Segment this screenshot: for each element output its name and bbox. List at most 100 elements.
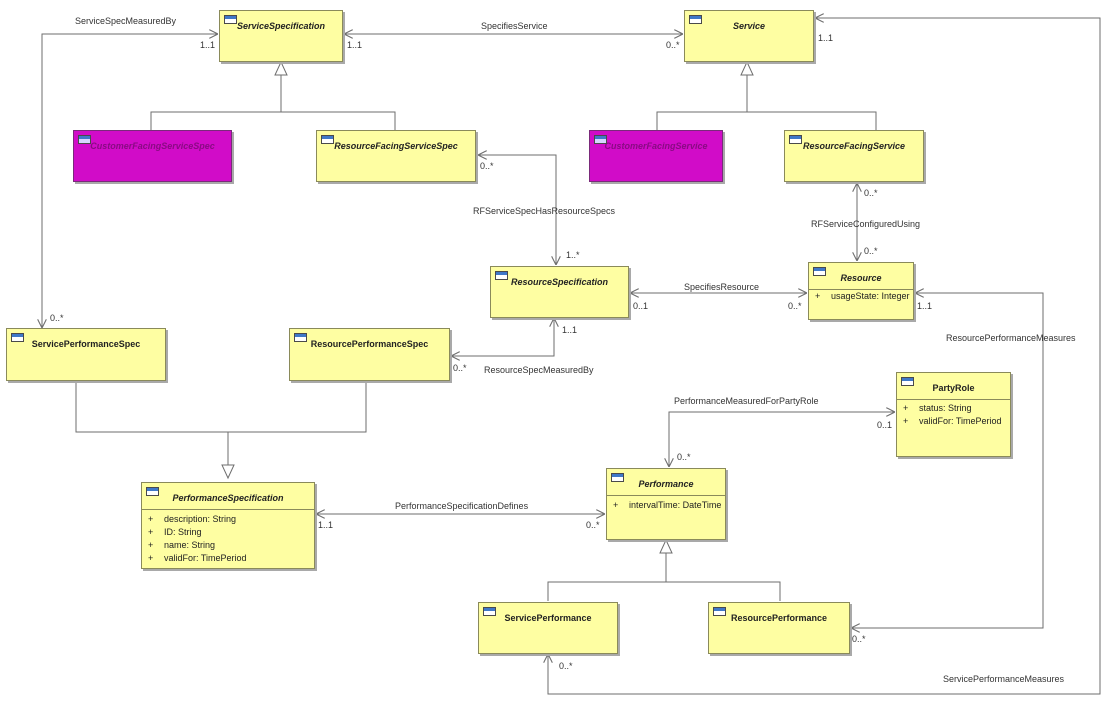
class-name: ServiceSpecification [236, 21, 326, 31]
class-name: Resource [840, 273, 882, 283]
visibility-marker: + [903, 416, 909, 426]
class-resource-performance-spec[interactable]: ResourcePerformanceSpec [289, 328, 450, 381]
multiplicity-label: 1..1 [200, 40, 216, 50]
resource-spec-measured-by-line [451, 318, 554, 356]
multiplicity-label: 1..1 [562, 325, 578, 335]
class-performance-specification[interactable]: PerformanceSpecification +description: S… [141, 482, 315, 569]
attribute-compartment [809, 289, 913, 290]
generalization-service-spec [150, 111, 396, 130]
multiplicity-label: 0..* [50, 313, 64, 323]
multiplicity-label: 0..* [666, 40, 680, 50]
class-icon [594, 135, 607, 144]
generalization-arrowhead [274, 60, 288, 76]
class-service-specification[interactable]: ServiceSpecification [219, 10, 343, 62]
class-name: CustomerFacingServiceSpec [90, 141, 215, 151]
class-name: PartyRole [932, 383, 975, 393]
attribute: + validFor: TimePeriod [897, 415, 1010, 428]
class-resource-facing-service-spec[interactable]: ResourceFacingServiceSpec [316, 130, 476, 182]
attribute: + ID: String [142, 526, 314, 539]
class-name: ResourceFacingService [802, 141, 906, 151]
class-name: Service [732, 21, 766, 31]
attribute-text: intervalTime: DateTime [629, 500, 722, 510]
generalization-arrowhead [221, 464, 235, 480]
class-name: PerformanceSpecification [172, 493, 284, 503]
class-customer-facing-service[interactable]: CustomerFacingService [589, 130, 723, 182]
class-party-role[interactable]: PartyRole + status: String + validFor: Tim… [896, 372, 1011, 457]
service-performance-measures-line [548, 18, 1101, 695]
attribute: + validFor: TimePeriod [142, 552, 314, 565]
class-resource-performance[interactable]: ResourcePerformance [708, 602, 850, 654]
multiplicity-label: 0..* [586, 520, 600, 530]
class-customer-facing-service-spec[interactable]: CustomerFacingServiceSpec [73, 130, 232, 182]
attribute-text: validFor: TimePeriod [164, 553, 247, 563]
visibility-marker: + [903, 403, 909, 413]
class-name: Performance [638, 479, 694, 489]
association-label: ServiceSpecMeasuredBy [75, 16, 177, 26]
class-service-performance[interactable]: ServicePerformance [478, 602, 618, 654]
multiplicity-label: 0..* [788, 301, 802, 311]
class-resource[interactable]: Resource + usageState: Integer [808, 262, 914, 320]
attribute-text: name: String [164, 540, 216, 550]
class-icon [495, 271, 508, 280]
class-name: ResourceFacingServiceSpec [334, 141, 458, 151]
visibility-marker: + [613, 500, 619, 510]
association-label: ServicePerformanceMeasures [943, 674, 1065, 684]
attribute: + intervalTime: DateTime [607, 499, 725, 512]
attribute-text: usageState: Integer [831, 291, 910, 301]
association-label: PerformanceSpecificationDefines [395, 501, 529, 511]
service-spec-measured-by-line [42, 34, 218, 328]
class-name: ServicePerformanceSpec [31, 339, 141, 349]
class-performance[interactable]: Performance + intervalTime: DateTime [606, 468, 726, 540]
class-name: ServicePerformance [504, 613, 592, 623]
attribute-text: ID: String [164, 527, 202, 537]
multiplicity-label: 0..1 [633, 301, 649, 311]
association-label: SpecifiesResource [684, 282, 760, 292]
generalization-performance [547, 581, 781, 601]
visibility-marker: + [148, 540, 154, 550]
class-service[interactable]: Service [684, 10, 814, 62]
attribute-compartment [897, 399, 1010, 400]
visibility-marker: + [148, 553, 154, 563]
performance-measured-for-party-role-line [669, 412, 895, 467]
attribute: +description: String [142, 513, 314, 526]
class-icon [224, 15, 237, 24]
multiplicity-label: 1..* [566, 250, 580, 260]
resource-performance-measures-line [851, 293, 1044, 628]
association-label: RFServiceConfiguredUsing [811, 219, 921, 229]
class-icon [321, 135, 334, 144]
visibility-marker: + [148, 527, 154, 537]
class-name: ResourceSpecification [510, 277, 609, 287]
multiplicity-label: 1..1 [917, 301, 933, 311]
generalization-arrowhead [740, 60, 754, 76]
multiplicity-label: 0..* [852, 634, 866, 644]
multiplicity-label: 0..* [453, 363, 467, 373]
attribute: + name: String [142, 539, 314, 552]
class-icon [901, 377, 914, 386]
association-label: ResourceSpecMeasuredBy [484, 365, 594, 375]
class-icon [611, 473, 624, 482]
attribute: + usageState: Integer [809, 290, 913, 303]
class-name: ResourcePerformanceSpec [310, 339, 429, 349]
attribute-compartment [142, 509, 314, 510]
multiplicity-label: 0..* [559, 661, 573, 671]
association-label: SpecifiesService [481, 21, 548, 31]
generalization-arrowhead [659, 538, 673, 554]
attribute-text: validFor: TimePeriod [919, 416, 1002, 426]
association-label: PerformanceMeasuredForPartyRole [674, 396, 819, 406]
class-service-performance-spec[interactable]: ServicePerformanceSpec [6, 328, 166, 381]
multiplicity-label: 0..* [677, 452, 691, 462]
multiplicity-label: 0..* [480, 161, 494, 171]
visibility-marker: + [815, 291, 821, 301]
association-label: RFServiceSpecHasResourceSpecs [473, 206, 616, 216]
generalization-service [656, 111, 877, 130]
class-resource-specification[interactable]: ResourceSpecification [490, 266, 629, 318]
attribute-compartment [607, 495, 725, 496]
rf-service-spec-has-resource-specs-line [478, 155, 556, 265]
class-icon [483, 607, 496, 616]
multiplicity-label: 0..1 [877, 420, 893, 430]
class-icon [146, 487, 159, 496]
class-icon [78, 135, 91, 144]
class-icon [713, 607, 726, 616]
attribute-text: status: String [919, 403, 972, 413]
class-resource-facing-service[interactable]: ResourceFacingService [784, 130, 924, 182]
